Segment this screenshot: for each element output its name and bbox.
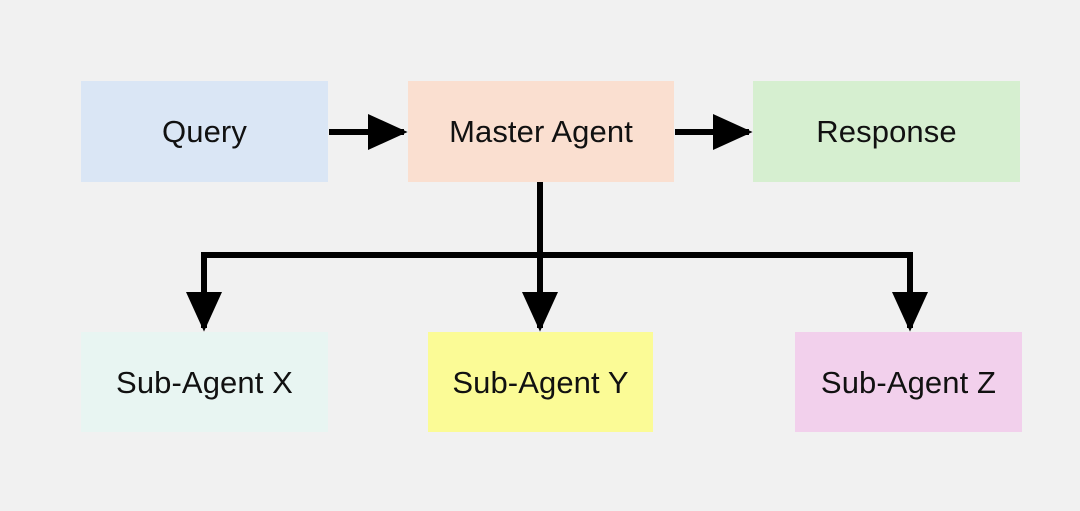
node-sub-agent-z-label: Sub-Agent Z: [820, 364, 997, 400]
node-sub-agent-z[interactable]: Sub-Agent Z: [795, 332, 1022, 432]
node-query-label: Query: [162, 114, 247, 149]
node-response-label: Response: [816, 114, 957, 149]
node-sub-agent-x[interactable]: Sub-Agent X: [81, 332, 328, 432]
node-sub-agent-y-label: Sub-Agent Y: [452, 364, 629, 400]
node-response[interactable]: Response: [753, 81, 1020, 182]
node-sub-agent-y[interactable]: Sub-Agent Y: [428, 332, 653, 432]
node-master-agent[interactable]: Master Agent: [408, 81, 674, 182]
node-sub-agent-x-label: Sub-Agent X: [116, 364, 293, 400]
node-query[interactable]: Query: [81, 81, 328, 182]
node-master-agent-label: Master Agent: [449, 114, 633, 149]
